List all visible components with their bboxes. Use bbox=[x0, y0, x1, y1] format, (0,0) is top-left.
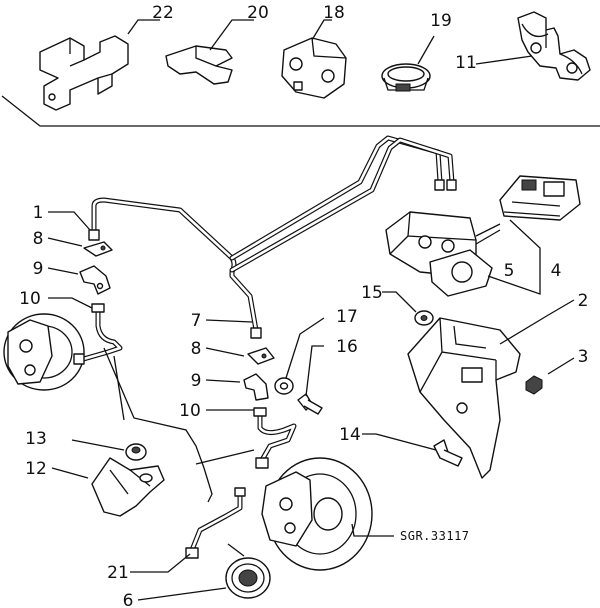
part-13-grommet bbox=[125, 443, 147, 461]
drawing-reference: SGR.33117 bbox=[400, 529, 470, 543]
callout-5: 5 bbox=[504, 261, 515, 281]
part-15-nut bbox=[414, 310, 434, 326]
brake-pipes bbox=[88, 135, 457, 339]
part-10-flex-hose-upper bbox=[73, 303, 123, 365]
callout-8-upper: 8 bbox=[33, 229, 44, 249]
callout-3: 3 bbox=[578, 347, 589, 367]
callout-9-upper: 9 bbox=[33, 259, 44, 279]
part-20-clip bbox=[165, 45, 233, 85]
part-16-bolt bbox=[297, 393, 323, 415]
callout-4: 4 bbox=[551, 261, 562, 281]
callout-8-middle: 8 bbox=[191, 339, 202, 359]
callout-18: 18 bbox=[323, 3, 345, 23]
part-12-shield bbox=[91, 457, 165, 517]
callout-19: 19 bbox=[430, 11, 452, 31]
part-14-bolt bbox=[433, 439, 463, 467]
part-2-mount-bracket bbox=[407, 317, 521, 479]
callout-13: 13 bbox=[25, 429, 47, 449]
callout-14: 14 bbox=[339, 425, 361, 445]
accessory-strip-divider bbox=[1, 95, 600, 127]
callout-16: 16 bbox=[336, 337, 358, 357]
part-9-bracket-middle bbox=[243, 373, 269, 401]
callout-10-middle: 10 bbox=[179, 401, 201, 421]
callout-12: 12 bbox=[25, 459, 47, 479]
part-21-rigid-pipe bbox=[185, 487, 246, 559]
part-8-clip-upper bbox=[83, 241, 113, 257]
abs-control-module bbox=[499, 175, 581, 221]
callout-10-upper: 10 bbox=[19, 289, 41, 309]
front-caliper-disc bbox=[3, 313, 85, 391]
part-6-bearing bbox=[225, 557, 271, 599]
part-8-clip-middle bbox=[247, 347, 275, 365]
leader-lines bbox=[47, 19, 575, 601]
callout-6: 6 bbox=[123, 591, 134, 608]
callout-20: 20 bbox=[247, 3, 269, 23]
assembly-lines bbox=[103, 219, 541, 557]
part-11-multi-clip bbox=[517, 11, 591, 81]
callout-9-middle: 9 bbox=[191, 371, 202, 391]
part-17-washer bbox=[274, 377, 294, 395]
callout-11: 11 bbox=[455, 53, 477, 73]
callout-22: 22 bbox=[152, 3, 174, 23]
callout-1: 1 bbox=[33, 203, 44, 223]
callout-7: 7 bbox=[191, 311, 202, 331]
rear-caliper-disc bbox=[261, 457, 373, 571]
part-9-bracket-upper bbox=[79, 265, 111, 295]
abs-hydraulic-unit bbox=[385, 211, 493, 297]
part-10-flex-hose-lower bbox=[253, 407, 297, 469]
callout-21: 21 bbox=[107, 563, 129, 583]
callout-2: 2 bbox=[578, 291, 589, 311]
part-18-grommet bbox=[281, 37, 347, 99]
part-19-hose-clamp bbox=[381, 63, 431, 92]
part-3-nut bbox=[525, 375, 543, 395]
callout-15: 15 bbox=[361, 283, 383, 303]
callout-17: 17 bbox=[336, 307, 358, 327]
part-22-bracket bbox=[39, 35, 129, 111]
